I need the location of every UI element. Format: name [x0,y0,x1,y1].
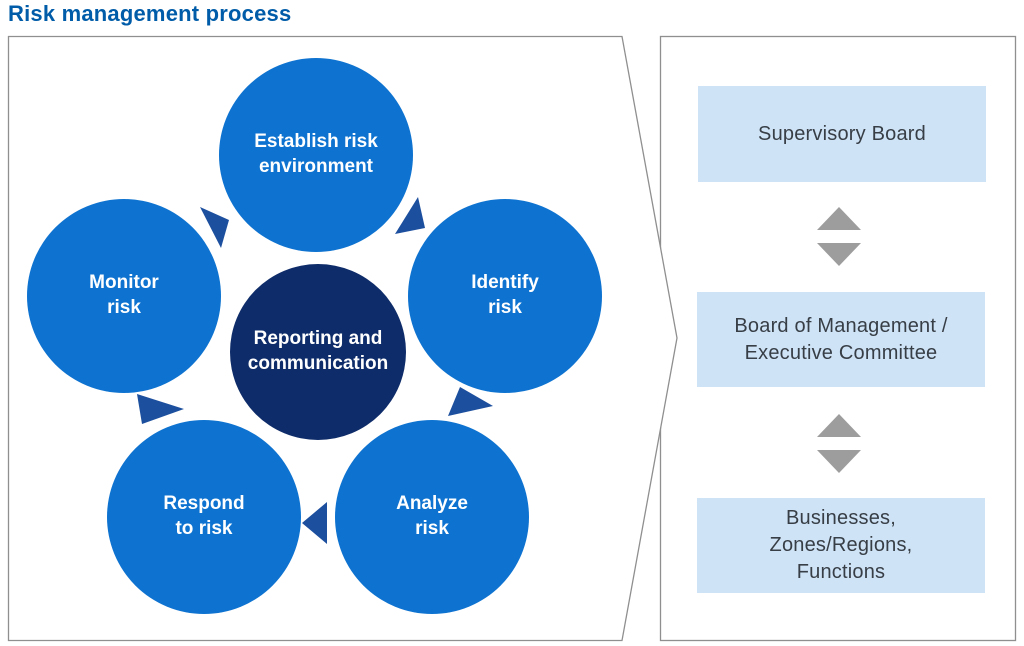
flow-arrow-analyze-to-respond-icon [302,502,327,544]
page-title: Risk management process [8,1,292,26]
step-label: Respond to risk [163,493,245,539]
level-label: Board of Management / Executive Committe… [734,314,948,364]
flow-arrow-establish-to-identify-icon [395,197,425,234]
step-label: Establish risk environment [254,131,378,177]
level-businesses-zones-regions-functions: Businesses, Zones/Regions, Functions [697,498,985,593]
down-arrow-level1-level2-icon [817,243,861,266]
step-monitor-risk: Monitor risk [27,199,221,393]
up-arrow-level1-level2-icon [817,207,861,230]
level-label: Supervisory Board [758,122,926,145]
step-label: Monitor risk [89,272,159,318]
up-arrow-level2-level3-icon [817,414,861,437]
down-arrow-level2-level3-icon [817,450,861,473]
level-supervisory-board: Supervisory Board [698,86,986,182]
step-analyze-risk: Analyze risk [335,420,529,614]
step-label: Identify risk [471,272,539,318]
hub-reporting-and-communication: Reporting and communication [230,264,406,440]
level-label: Businesses, Zones/Regions, Functions [769,507,913,583]
flow-arrow-respond-to-monitor-icon [137,394,184,424]
level-board-of-management-executive-committee: Board of Management / Executive Committe… [697,292,985,387]
flow-arrow-monitor-to-establish-icon [200,207,229,248]
step-label: Analyze risk [396,493,468,539]
step-respond-to-risk: Respond to risk [107,420,301,614]
step-identify-risk: Identify risk [408,199,602,393]
flow-arrow-identify-to-analyze-icon [448,387,493,416]
hub-label: Reporting and communication [247,328,389,374]
step-establish-risk-environment: Establish risk environment [219,58,413,252]
